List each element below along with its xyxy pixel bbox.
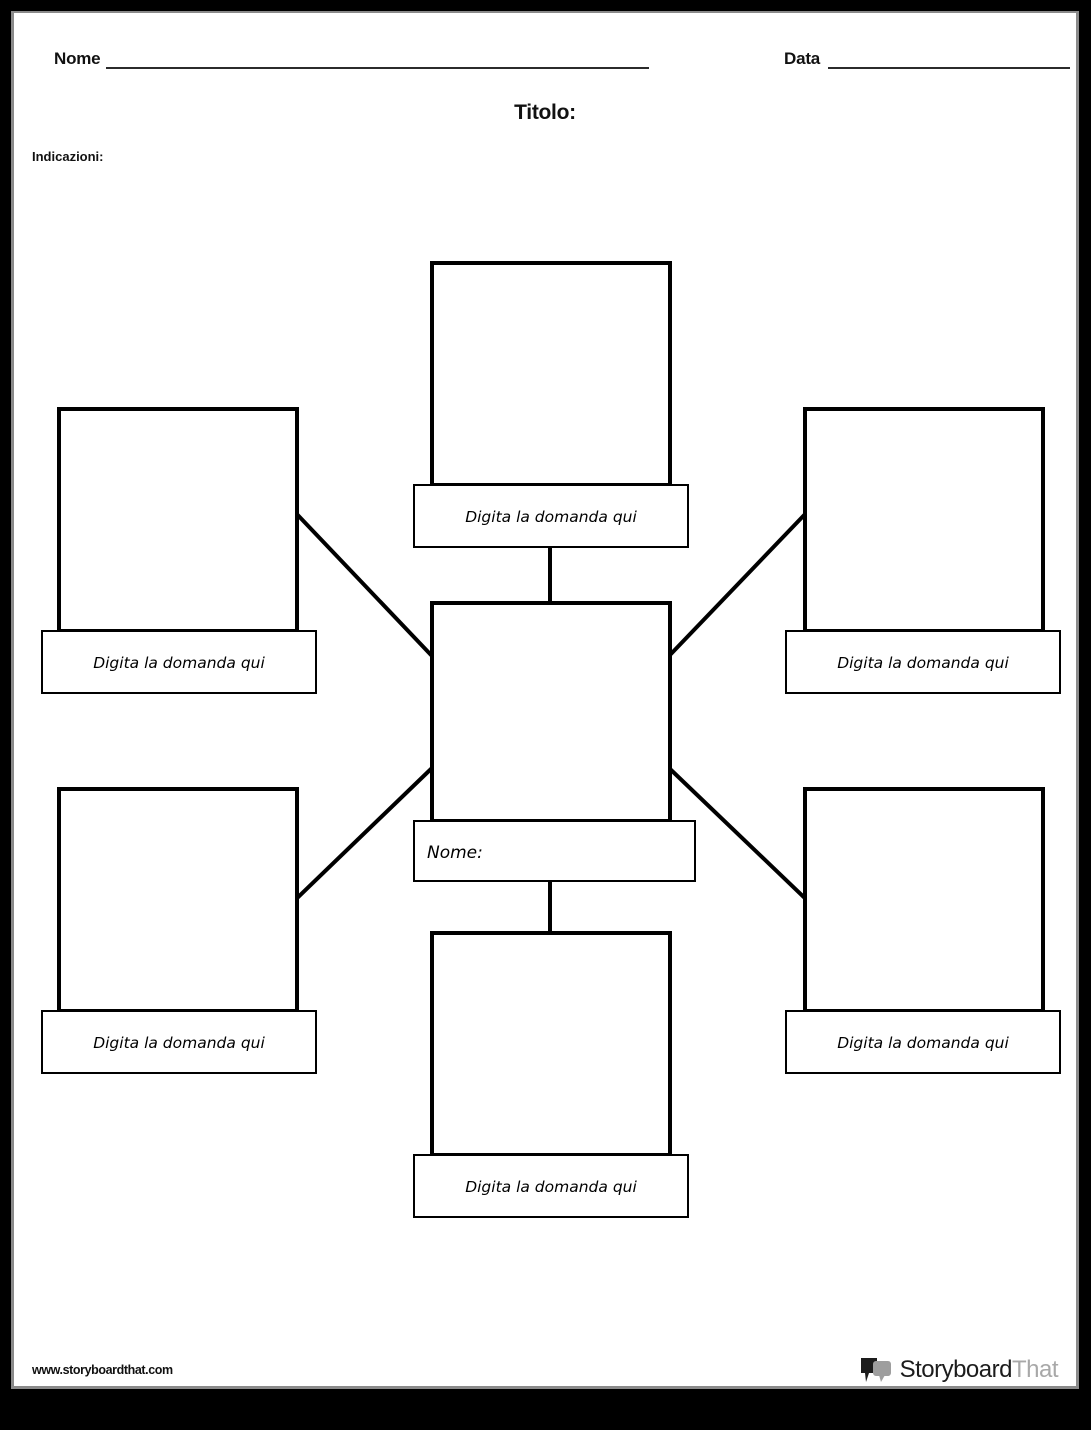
concept-web-diagram: Digita la domanda qui Digita la domanda … (41, 261, 1061, 1218)
instructions-label: Indicazioni: (32, 149, 104, 164)
branch-node-right-lower[interactable]: Digita la domanda qui (785, 787, 1061, 1074)
branch-answer-box-left-upper[interactable] (57, 407, 299, 633)
branch-question-box-top[interactable] (413, 484, 689, 548)
logo-word-dark: Storyboard (899, 1356, 1013, 1383)
logo-wordmark: StoryboardThat (899, 1356, 1059, 1383)
connector-right-lower (667, 766, 812, 905)
branch-node-right-upper[interactable]: Digita la domanda qui (785, 407, 1061, 694)
connector-left-upper (290, 507, 434, 658)
branch-answer-box-right-upper[interactable] (803, 407, 1045, 633)
center-node[interactable]: Nome: (413, 601, 696, 882)
branch-answer-box-top[interactable] (430, 261, 672, 487)
storyboardthat-logo[interactable]: StoryboardThat (860, 1353, 1059, 1387)
branch-question-box-left-lower[interactable] (41, 1010, 317, 1074)
branch-question-box-bottom[interactable] (413, 1154, 689, 1218)
date-field-label: Data (784, 49, 821, 68)
branch-question-text-right-upper: Digita la domanda qui (837, 654, 1009, 672)
connector-right-upper (667, 507, 812, 658)
branch-question-text-bottom: Digita la domanda qui (465, 1178, 637, 1196)
site-url[interactable]: www.storyboardthat.com (32, 1363, 173, 1377)
connector-group (290, 507, 812, 933)
center-name-text: Nome: (427, 843, 483, 863)
branch-node-left-upper[interactable]: Digita la domanda qui (41, 407, 317, 694)
logo-word-light: That (1011, 1356, 1059, 1383)
branch-question-text-left-lower: Digita la domanda qui (93, 1034, 265, 1052)
branch-node-left-lower[interactable]: Digita la domanda qui (41, 787, 317, 1074)
page-title: Titolo: (514, 101, 576, 124)
branch-question-box-right-lower[interactable] (785, 1010, 1061, 1074)
branch-question-text-top: Digita la domanda qui (465, 508, 637, 526)
center-name-box[interactable] (413, 820, 696, 882)
name-write-in-line[interactable] (106, 67, 649, 69)
branch-answer-box-bottom[interactable] (430, 931, 672, 1157)
branch-question-box-right-upper[interactable] (785, 630, 1061, 694)
branch-node-top[interactable]: Digita la domanda qui (413, 261, 689, 548)
name-field-label: Nome (54, 49, 101, 68)
branch-answer-box-right-lower[interactable] (803, 787, 1045, 1013)
center-answer-box[interactable] (430, 601, 672, 823)
branch-question-text-right-lower: Digita la domanda qui (837, 1034, 1009, 1052)
speech-bubbles-icon (860, 1358, 891, 1382)
connector-left-lower (290, 766, 434, 905)
branch-question-text-left-upper: Digita la domanda qui (93, 654, 265, 672)
branch-question-box-left-upper[interactable] (41, 630, 317, 694)
branch-answer-box-left-lower[interactable] (57, 787, 299, 1013)
worksheet-page: Nome Data Titolo: Indicazioni: (14, 13, 1076, 1386)
date-write-in-line[interactable] (828, 67, 1070, 69)
branch-node-bottom[interactable]: Digita la domanda qui (413, 931, 689, 1218)
